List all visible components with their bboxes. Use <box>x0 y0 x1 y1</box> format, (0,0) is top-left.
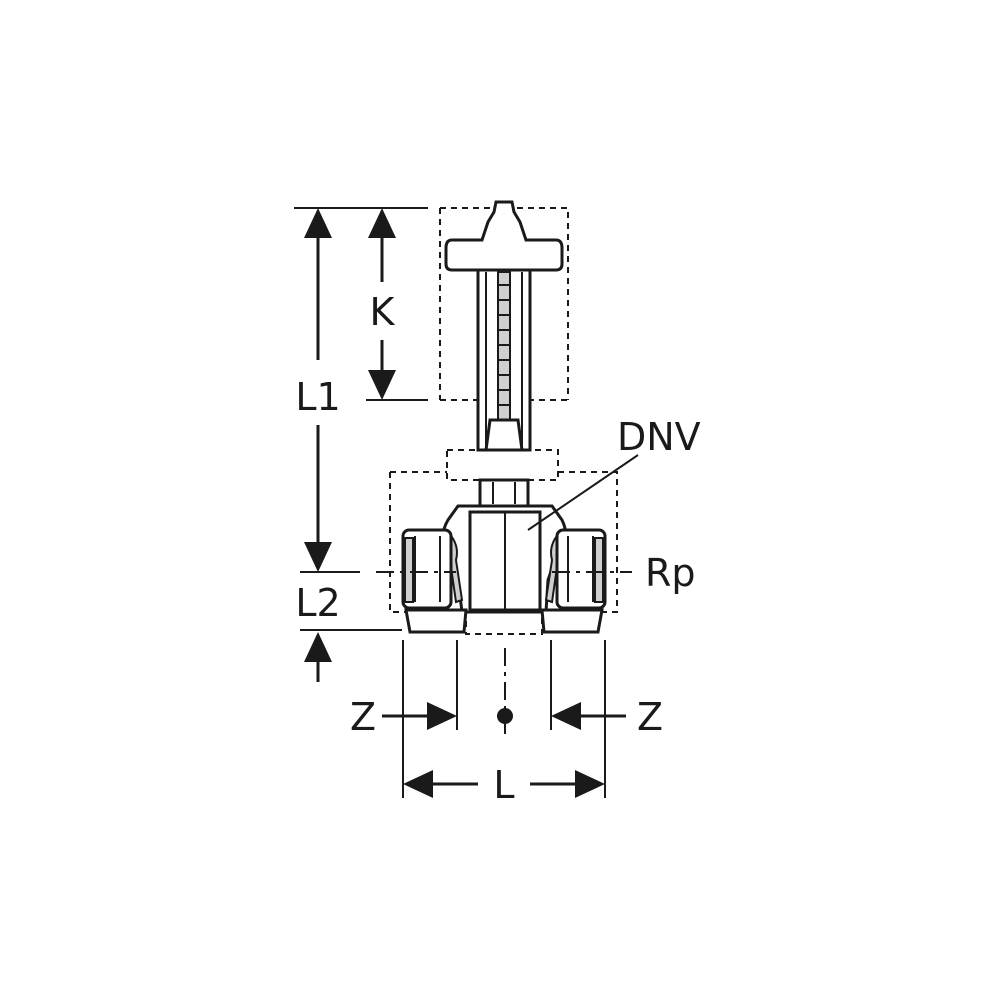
extension-lines <box>294 207 606 798</box>
left-port <box>401 528 453 610</box>
spindle-extension-envelope <box>439 207 569 481</box>
valve-body <box>441 504 568 614</box>
label-L: L <box>493 763 514 807</box>
valve-body-envelope <box>389 471 618 613</box>
extension-rod <box>476 268 532 452</box>
label-DNV: DNV <box>617 415 701 459</box>
label-Rp: Rp <box>645 551 696 595</box>
dimension-L2: L2 <box>295 581 341 682</box>
label-K: K <box>370 290 396 334</box>
label-Z-left: Z <box>350 695 376 739</box>
label-L1: L1 <box>295 375 340 419</box>
dimension-L1: L1 <box>295 208 341 572</box>
bottom-flanges <box>404 608 604 635</box>
dimension-K: K <box>368 208 396 400</box>
dnv-leader: DNV <box>527 415 701 531</box>
stem-nut <box>478 478 530 508</box>
t-handle <box>444 200 564 272</box>
dimension-Z: Z Z <box>350 695 663 739</box>
label-Z-right: Z <box>637 695 663 739</box>
dimension-L: L <box>403 763 605 807</box>
rp-callout: Rp <box>645 551 696 595</box>
label-L2: L2 <box>295 581 340 625</box>
right-port <box>555 528 607 610</box>
